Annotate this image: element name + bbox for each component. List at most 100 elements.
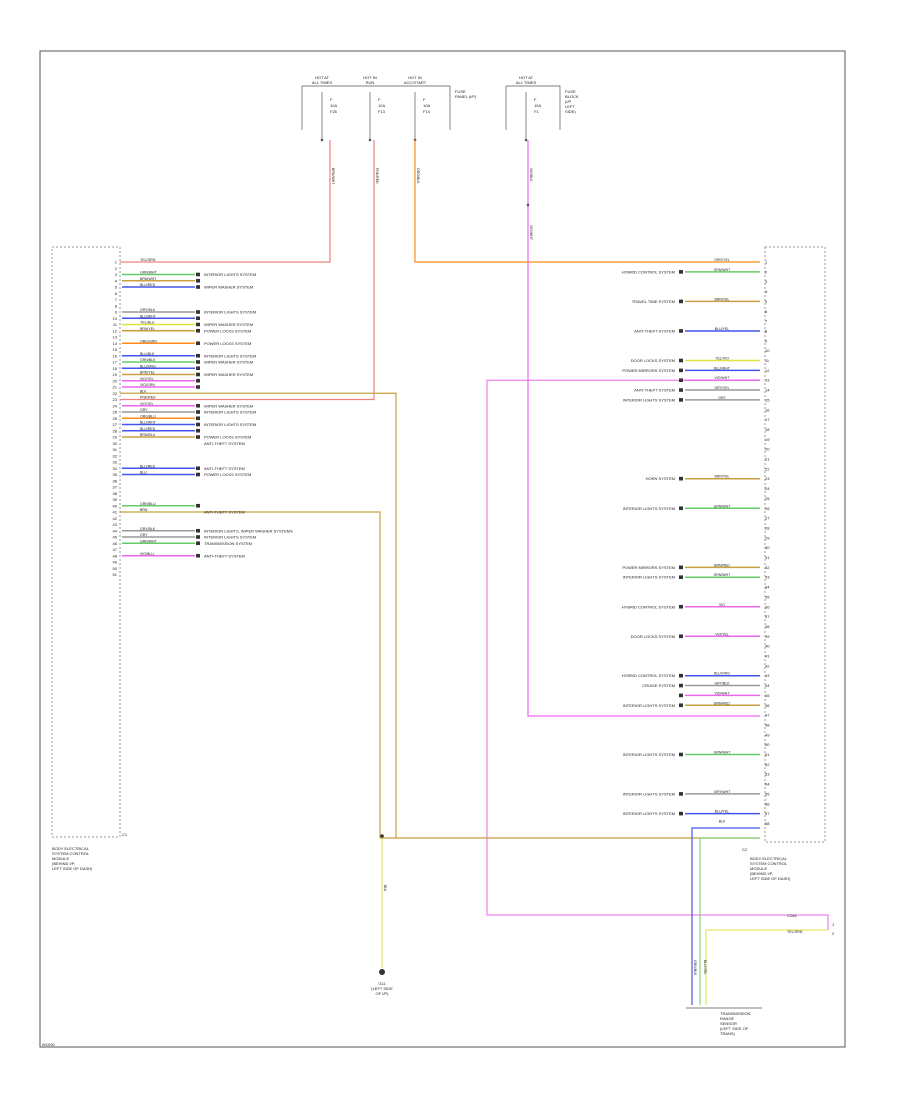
left-pin-number: 17 (113, 360, 118, 365)
left-target: INTERIOR LIGHTS, WIPER WASHER SYSTEMS (204, 528, 293, 533)
connector-terminal (196, 272, 200, 277)
left-wire-color: VIO/YEL (140, 402, 154, 406)
right-pin-number: 57 (765, 811, 770, 816)
left-target: INTERIOR LIGHTS SYSTEM (204, 272, 256, 277)
right-module-name: BODY ELECTRICAL (750, 856, 788, 861)
left-pin-number: 37 (113, 485, 118, 490)
left-wire-color: BLU/RED (140, 283, 156, 287)
left-pin-number: 2 (115, 266, 118, 271)
right-wire-color: VIO/YEL (715, 632, 729, 636)
connector-terminal (196, 278, 200, 283)
right-pin-number: 24 (765, 486, 770, 491)
left-pin-number: 27 (113, 422, 118, 427)
connector-terminal (196, 366, 200, 371)
left-wire-color: YEL/BLU (140, 321, 155, 325)
right-wire-color: GRY/WHT (714, 790, 731, 794)
wire-ground-bus (120, 511, 381, 838)
fuse-header-text: HOT AT (519, 75, 534, 80)
fuse-header-text: HOT IN (408, 75, 422, 80)
left-target: WIPER WASHER SYSTEM (204, 360, 253, 365)
right-pin-number: 18 (765, 427, 770, 432)
left-module-name: MODULE (52, 856, 69, 861)
left-pin-number: 38 (113, 491, 118, 496)
trs-label: TRANSMISSION (720, 1011, 751, 1016)
right-pin-number: 26 (765, 506, 770, 511)
right-pin-number: 49 (765, 732, 770, 737)
right-wire-color: GRN/WHT (714, 751, 732, 755)
left-pin-number: 10 (113, 316, 118, 321)
left-wire-color: GRN/WHT (140, 539, 158, 543)
right-pin-number: 22 (765, 466, 770, 471)
left-wire-color: BLU/RED (140, 464, 156, 468)
left-pin-number: 41 (113, 510, 118, 515)
left-conn-id: C1 (122, 832, 128, 837)
ground-wire-label: BLK (383, 885, 387, 892)
left-wire-color: VIO/YEL (140, 377, 154, 381)
right-pin-number: 51 (765, 752, 770, 757)
fuse-header-text: ALL TIMES (516, 80, 537, 85)
left-wire-color: YEL/GRN (140, 258, 156, 262)
feed-label: VIO/WHT (529, 225, 533, 241)
left-pin-number: 45 (113, 535, 118, 540)
wire-feed-brn-wht (120, 140, 331, 263)
right-wire-color: BLU/WHT (714, 366, 731, 370)
connector-terminal (679, 388, 683, 392)
left-pin-number: 20 (113, 378, 118, 383)
fuse-header-text: RUN (366, 80, 375, 85)
connector-terminal (679, 792, 683, 796)
left-pin-number: 26 (113, 416, 118, 421)
fuse-rating-text: 10A (378, 103, 385, 108)
feed-label: PNK/RED (375, 168, 379, 184)
left-pin-number: 8 (115, 303, 118, 308)
frame-layer (39, 50, 846, 1048)
connector-terminal (196, 310, 200, 314)
fuse-block-label: (I/P (565, 99, 572, 104)
wire-trs-grn (699, 837, 760, 1005)
right-conn-id: C2 (742, 847, 748, 852)
left-wire-color: BLU/ORG (140, 364, 156, 368)
left-target: WIPER WASHER SYSTEM (204, 403, 253, 408)
right-pin-number: 11 (765, 358, 770, 363)
right-pin-number: 1 (765, 260, 768, 265)
left-pin-number: 11 (113, 322, 118, 327)
wire-loop-magenta (486, 379, 829, 930)
right-wire-color: VIO/WHT (715, 691, 731, 695)
trs-label: RANGE (720, 1016, 735, 1021)
right-target: INTERIOR LIGHTS SYSTEM (623, 506, 675, 511)
right-pin-number: 45 (765, 693, 770, 698)
left-pin-number: 33 (113, 460, 118, 465)
right-target: DOOR LOCKS SYSTEM (631, 634, 675, 639)
right-wire-color: BLK (719, 819, 726, 823)
connector-terminal (679, 683, 683, 688)
right-target: INTERIOR LIGHTS SYSTEM (623, 752, 675, 757)
right-pin-number: 9 (765, 338, 768, 343)
left-target: ANTI-THEFT SYSTEM (204, 510, 245, 515)
right-pin-number: 39 (765, 634, 770, 639)
fuse-header-text: ALL TIMES (312, 80, 333, 85)
left-pin-number: 9 (115, 310, 118, 315)
right-pin-number: 54 (765, 782, 770, 787)
feed-label: BRN/WHT (331, 168, 335, 185)
left-wire-color: ORG/GRN (140, 339, 157, 343)
left-pin-number: 49 (113, 560, 118, 565)
left-wire-color: VIO/GRN (140, 383, 155, 387)
trs-pin: 1 (832, 922, 835, 927)
left-wire-color: PNK/RED (140, 396, 156, 400)
right-wire-color: GRY (718, 396, 726, 400)
left-pin-number: 50 (113, 566, 118, 571)
left-target: POWER LOCKS SYSTEM (204, 328, 251, 333)
right-pin-number: 35 (765, 594, 770, 599)
connector-terminal (196, 503, 200, 508)
ground-label: G11 (378, 981, 386, 986)
left-target: WIPER WASHER SYSTEM (204, 372, 253, 377)
right-wire-color: VIO (719, 603, 725, 607)
fuse-panel-bracket (506, 85, 561, 130)
left-target: ANTI-THEFT SYSTEM (204, 553, 245, 558)
left-wire-color: GRY (140, 533, 148, 537)
left-pin-number: 22 (113, 391, 118, 396)
right-pin-number: 31 (765, 555, 770, 560)
left-pin-number: 40 (113, 503, 118, 508)
trs-label: SENSOR (720, 1021, 737, 1026)
trs-label: (LEFT SIDE OF (720, 1026, 749, 1031)
